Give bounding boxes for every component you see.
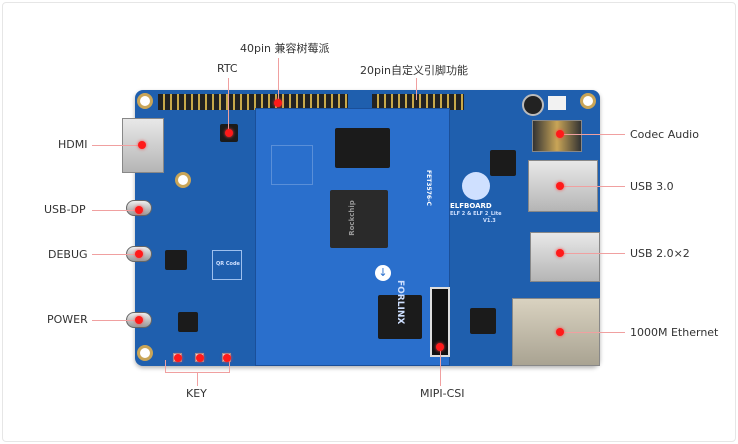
- leader-line: [165, 360, 166, 372]
- leader-line: [560, 332, 625, 333]
- label-mipi-csi: MIPI-CSI: [420, 387, 465, 400]
- buzzer: [522, 94, 544, 116]
- leader-line: [92, 320, 138, 321]
- leader-line: [416, 78, 417, 100]
- mount-hole: [580, 93, 596, 109]
- marker-usb-dp: [135, 206, 143, 214]
- chip: [178, 312, 198, 332]
- label-40pin: 40pin 兼容树莓派: [240, 42, 330, 55]
- emmc-chip: [378, 295, 422, 339]
- usb2-port: [530, 232, 600, 282]
- leader-line: [560, 253, 625, 254]
- leader-line: [92, 210, 138, 211]
- gpio-40pin-header: [158, 94, 348, 110]
- board-brand: ELFBOARD: [450, 202, 492, 210]
- leader-line: [560, 186, 625, 187]
- marker-key: [223, 354, 231, 362]
- label-hdmi: HDMI: [58, 138, 88, 151]
- soc-chip: Rockchip: [330, 190, 388, 248]
- label-ethernet: 1000M Ethernet: [630, 326, 719, 339]
- marker-power: [135, 316, 143, 324]
- som-model: FET3576-C: [425, 170, 432, 206]
- label-20pin: 20pin自定义引脚功能: [360, 64, 469, 77]
- label-rtc: RTC: [217, 62, 238, 75]
- qr-code-area: QR Code: [212, 250, 242, 280]
- board-version: V1.3: [483, 218, 496, 224]
- som-brand: FORLINX: [395, 280, 405, 325]
- mount-hole: [175, 172, 191, 188]
- chip: [490, 150, 516, 176]
- marker-usb2: [556, 249, 564, 257]
- marker-rtc: [225, 129, 233, 137]
- chip: [165, 250, 187, 270]
- leader-line: [560, 134, 625, 135]
- leader-line: [92, 145, 142, 146]
- leader-line: [228, 78, 229, 130]
- label-debug: DEBUG: [48, 248, 88, 261]
- soc-brand: Rockchip: [347, 200, 356, 236]
- board-model: ELF 2 & ELF 2_Lite: [450, 211, 502, 217]
- marker-key: [196, 354, 204, 362]
- marker-mipi-csi: [436, 343, 444, 351]
- marker-codec-audio: [556, 130, 564, 138]
- marker-debug: [135, 250, 143, 258]
- speaker-connector: [548, 96, 566, 110]
- marker-40pin: [274, 99, 282, 107]
- marker-key: [174, 354, 182, 362]
- label-key: KEY: [186, 387, 207, 400]
- download-icon: ↓: [375, 265, 391, 281]
- label-power: POWER: [47, 313, 88, 326]
- leader-line: [278, 58, 279, 103]
- label-usb3: USB 3.0: [630, 180, 674, 193]
- leader-line: [197, 372, 198, 386]
- elfboard-logo: [462, 172, 490, 200]
- leader-line: [440, 350, 441, 386]
- leader-line: [92, 254, 138, 255]
- som-pads: [271, 145, 313, 185]
- marker-hdmi: [138, 141, 146, 149]
- label-usb2: USB 2.0×2: [630, 247, 690, 260]
- leader-line: [229, 360, 230, 372]
- mount-hole: [137, 345, 153, 361]
- label-usb-dp: USB-DP: [44, 203, 86, 216]
- marker-ethernet: [556, 328, 564, 336]
- mount-hole: [137, 93, 153, 109]
- label-codec-audio: Codec Audio: [630, 128, 699, 141]
- gpio-20pin-header: [372, 94, 464, 110]
- qr-label: QR Code: [216, 261, 240, 267]
- marker-usb3: [556, 182, 564, 190]
- memory-chip: [335, 128, 390, 168]
- chip: [470, 308, 496, 334]
